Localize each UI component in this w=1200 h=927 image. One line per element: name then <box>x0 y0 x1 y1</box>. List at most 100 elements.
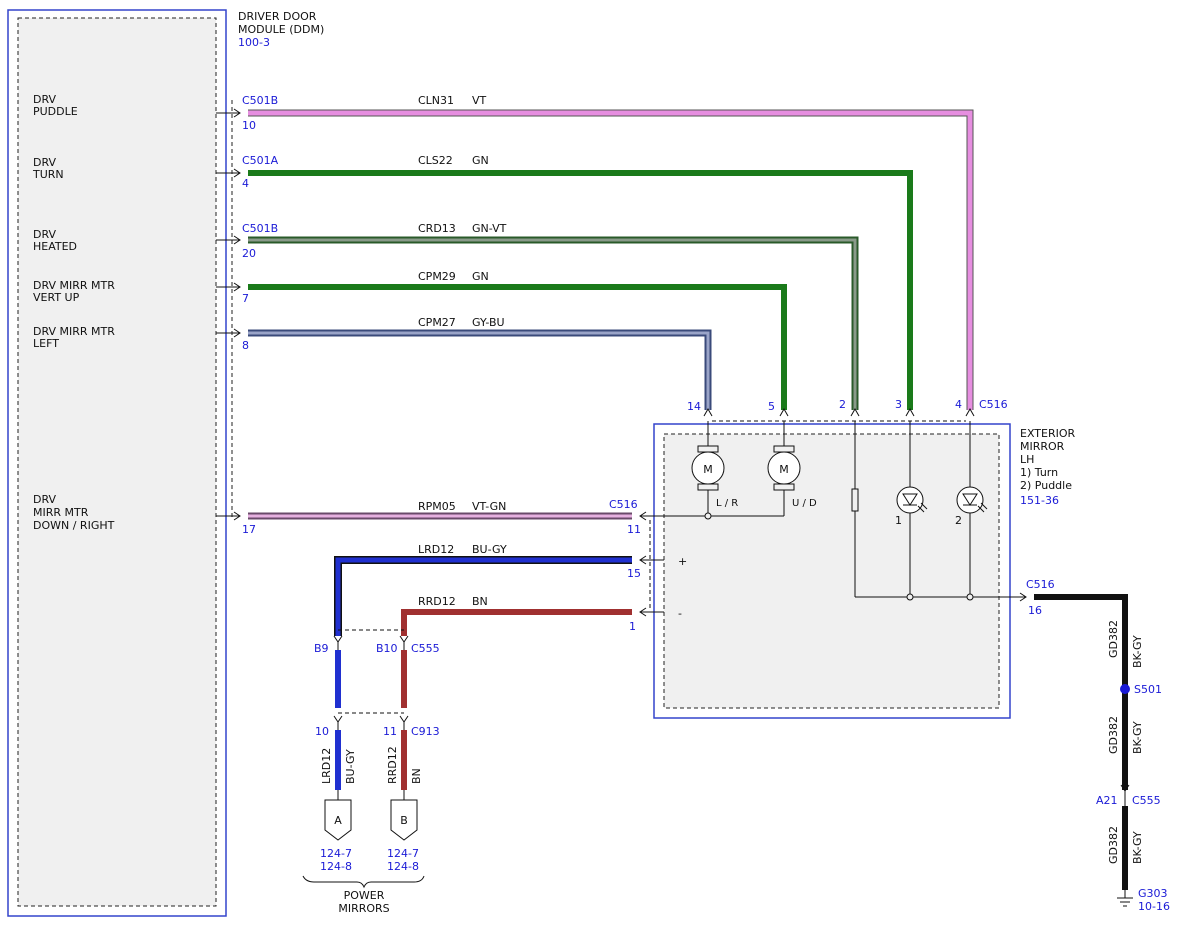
connector-c913-inline <box>333 712 409 730</box>
mirror-note-turn: 1) Turn <box>1020 466 1058 479</box>
power-mirrors-brace <box>302 875 425 889</box>
motor-lr-label: L / R <box>716 498 738 509</box>
mirror-pin-3: 3 <box>895 398 902 411</box>
pin-number-17: 17 <box>242 523 256 536</box>
mirror-top-pins <box>703 407 975 422</box>
pin-label-heated-line2: HEATED <box>33 240 77 253</box>
mirror-connector-c516-top: C516 <box>979 398 1008 411</box>
wire-rrd12-color: BN <box>472 595 488 608</box>
pin-label-turn-line1: DRV <box>33 156 57 169</box>
splice-s501-dot <box>1120 684 1130 694</box>
wire-cpm27: CPM27 GY-BU <box>248 316 712 410</box>
connector-c555-ground <box>1120 784 1130 806</box>
mirror-pin-1: 1 <box>629 620 636 633</box>
wire-crd13-color: GN-VT <box>472 222 507 235</box>
motor-ud-symbol: M <box>779 463 789 476</box>
wire-rpm05-color: VT-GN <box>472 500 506 513</box>
offpage-connector-a: A 124-7 124-8 <box>320 790 352 873</box>
pin-label-down-right-line3: DOWN / RIGHT <box>33 519 115 532</box>
pin-label-vert-up-line1: DRV MIRR MTR <box>33 279 115 292</box>
ddm-inner-box <box>17 17 217 907</box>
pin-arrow-7 <box>233 282 241 292</box>
mirror-note-puddle: 2) Puddle <box>1020 479 1072 492</box>
connector-c501a: C501A <box>242 154 279 167</box>
mirror-motor-lr: M L / R <box>691 451 738 509</box>
vertical-lrd12-color: BU-GY <box>344 749 357 784</box>
mirror-pin-11: 11 <box>627 523 641 536</box>
mirror-pin-2: 2 <box>839 398 846 411</box>
ground-g303-ref: 10-16 <box>1138 900 1170 913</box>
connector-c501b-top: C501B <box>242 94 278 107</box>
pin-number-4: 4 <box>242 177 249 190</box>
vertical-rrd12-color: BN <box>410 768 423 784</box>
mirror-left-pins <box>639 511 647 617</box>
wire-lrd12-circuit: LRD12 <box>418 543 454 556</box>
exterior-mirror-module: EXTERIOR MIRROR LH 1) Turn 2) Puddle 151… <box>653 423 1076 719</box>
wire-rpm05-circuit: RPM05 <box>418 500 456 513</box>
ddm-connector-labels: C501B 10 C501A 4 C501B 20 7 8 17 <box>242 94 279 536</box>
mirror-plus-sign: + <box>678 555 687 568</box>
pin-arrow-17 <box>233 511 241 521</box>
mirror-title-line2: MIRROR <box>1020 440 1065 453</box>
mirror-outer-border <box>653 423 1011 719</box>
gd382-circuit-middle: GD382 <box>1107 716 1120 754</box>
ground-symbol <box>1117 890 1133 907</box>
motor-ud-label: U / D <box>792 498 817 509</box>
lamp-turn-label: 1 <box>895 514 902 527</box>
wire-lrd12: LRD12 BU-GY <box>334 543 632 790</box>
mirror-top-pin-labels: 14 5 2 3 4 C516 <box>687 398 1008 413</box>
mirror-pin-4: 4 <box>955 398 962 411</box>
wire-cpm29-circuit: CPM29 <box>418 270 456 283</box>
pin-number-20: 20 <box>242 247 256 260</box>
pin-label-heated-line1: DRV <box>33 228 57 241</box>
pin-label-vert-up-line2: VERT UP <box>33 291 80 304</box>
offpage-b-ref1: 124-7 <box>387 847 419 860</box>
ddm-outer-border <box>7 9 227 917</box>
lamp-puddle-label: 2 <box>955 514 962 527</box>
power-mirrors-line1: POWER <box>344 889 385 902</box>
mirror-ref: 151-36 <box>1020 494 1059 507</box>
pin-label-puddle-line2: PUDDLE <box>33 105 78 118</box>
mirror-pin-5: 5 <box>768 400 775 413</box>
pin-arrow-10 <box>233 108 241 118</box>
ground-connector-c516: C516 <box>1026 578 1055 591</box>
mirror-internal-wiring <box>640 421 1026 613</box>
wire-cln31: CLN31 VT <box>248 94 974 410</box>
mirror-minus-sign: - <box>678 607 682 620</box>
pin-label-turn-line2: TURN <box>32 168 64 181</box>
pin-label-down-right-line2: MIRR MTR <box>33 506 89 519</box>
offpage-a-ref1: 124-7 <box>320 847 352 860</box>
gd382-color-middle: BK-GY <box>1131 721 1144 754</box>
pin-number-7: 7 <box>242 292 249 305</box>
c555-pin-b9: B9 <box>314 642 329 655</box>
pin-arrow-8 <box>233 328 241 338</box>
mirror-pin-15: 15 <box>627 567 641 580</box>
ddm-module: DRIVER DOOR MODULE (DDM) 100-3 <box>7 9 324 917</box>
pin-number-10: 10 <box>242 119 256 132</box>
offpage-b-letter: B <box>400 814 408 827</box>
power-mirrors-line2: MIRRORS <box>338 902 389 915</box>
pin-label-down-right-line1: DRV <box>33 493 57 506</box>
ddm-pin-stubs <box>216 108 241 521</box>
ddm-ref: 100-3 <box>238 36 270 49</box>
wire-cln31-circuit: CLN31 <box>418 94 454 107</box>
wire-cls22: CLS22 GN <box>248 154 913 410</box>
pin-arrow-20 <box>233 235 241 245</box>
ground-connector-c555: C555 <box>1132 794 1161 807</box>
gd382-circuit-lower: GD382 <box>1107 826 1120 864</box>
gd382-color-upper: BK-GY <box>1131 635 1144 668</box>
wire-cpm29-color: GN <box>472 270 489 283</box>
vertical-rrd12-circuit: RRD12 <box>386 746 399 784</box>
c913-pin-11: 11 <box>383 725 397 738</box>
wire-rpm05: RPM05 VT-GN <box>248 500 632 520</box>
splice-s501-label: S501 <box>1134 683 1162 696</box>
connector-c501b-mid: C501B <box>242 222 278 235</box>
mirror-title-line3: LH <box>1020 453 1034 466</box>
pin-arrow-4 <box>233 168 241 178</box>
c555-pin-b10: B10 <box>376 642 398 655</box>
wire-crd13: CRD13 GN-VT <box>248 222 859 410</box>
ground-pin-16: 16 <box>1028 604 1042 617</box>
mirror-lamp-turn <box>896 486 928 514</box>
ground-g303-id: G303 <box>1138 887 1168 900</box>
gd382-circuit-upper: GD382 <box>1107 620 1120 658</box>
